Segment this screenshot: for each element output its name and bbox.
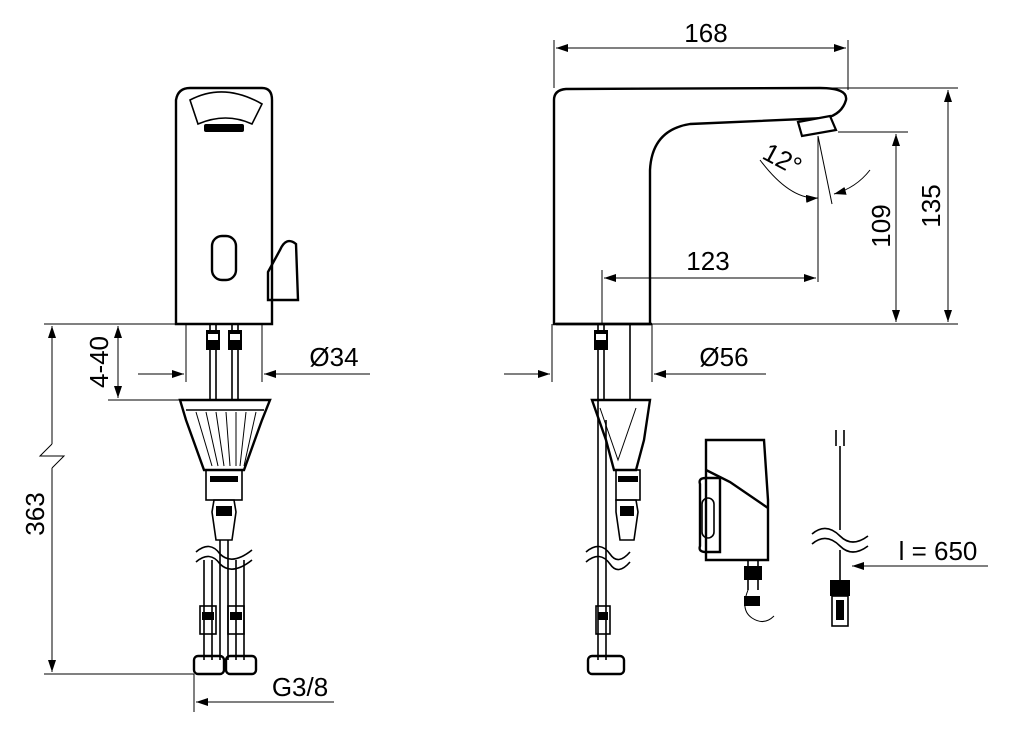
front-break-mark — [195, 545, 253, 560]
side-end-nut — [586, 654, 626, 676]
dim-label-g38: G3/8 — [272, 672, 328, 702]
dim-label-109: 109 — [866, 204, 896, 247]
front-end-nut-right — [224, 654, 258, 676]
front-faucet-body — [174, 86, 274, 326]
front-side-handle — [266, 239, 300, 302]
control-box — [698, 438, 775, 622]
front-mounting-funnel — [178, 398, 272, 472]
sensor-window-front — [210, 234, 238, 282]
dim-label-135: 135 — [916, 184, 946, 227]
dim-label-168: 168 — [684, 18, 727, 48]
sensor-cable — [811, 430, 988, 627]
side-view — [504, 40, 958, 676]
dim-label-dia34: Ø34 — [309, 342, 358, 372]
front-aerator — [189, 91, 264, 126]
dim-label-363: 363 — [20, 492, 50, 535]
front-end-nut-left — [192, 654, 226, 676]
dim-label-123: 123 — [686, 246, 729, 276]
dim-label-dia56: Ø56 — [699, 342, 748, 372]
dim-label-cable: l = 650 — [899, 536, 978, 566]
side-faucet-body — [552, 86, 848, 326]
front-supply-hoses — [206, 324, 242, 400]
front-view — [38, 86, 370, 712]
dim-label-angle: 12° — [758, 137, 807, 182]
spout-tip — [796, 114, 838, 138]
dim-label-4-40: 4-40 — [84, 336, 114, 388]
